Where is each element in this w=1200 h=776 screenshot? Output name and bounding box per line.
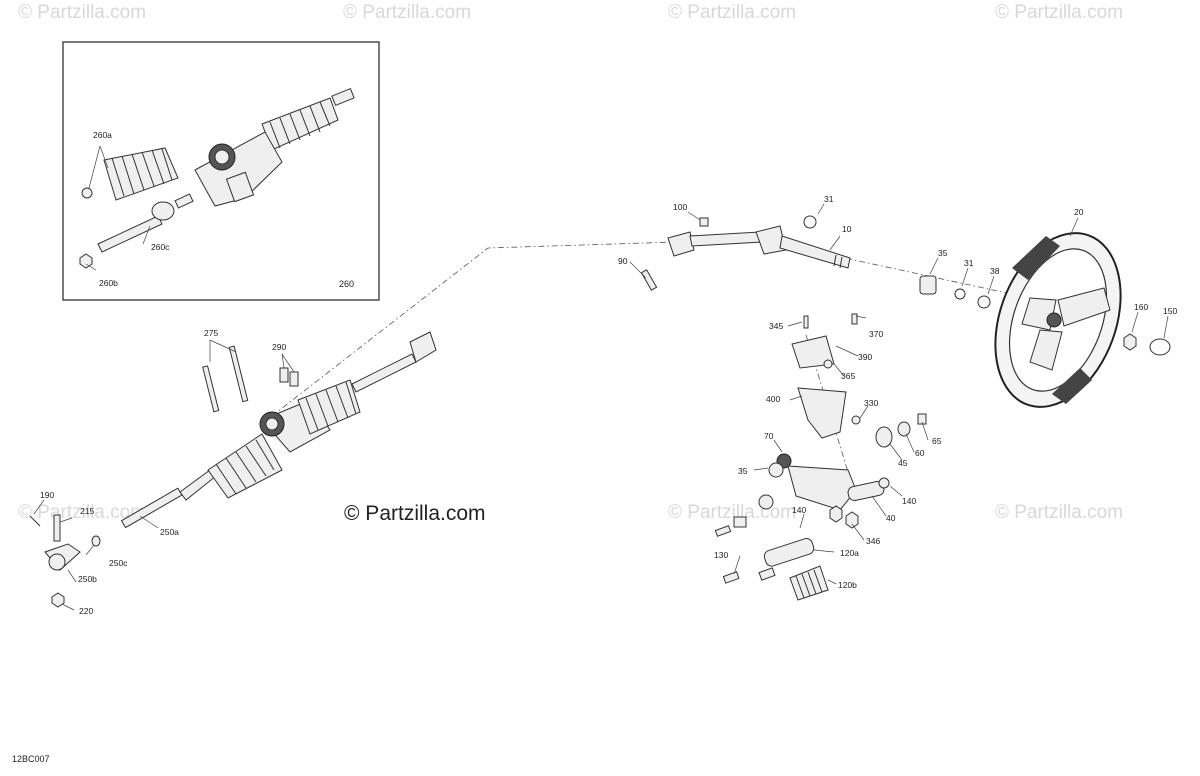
bolts-290 xyxy=(279,367,299,387)
bolts-275 xyxy=(202,345,249,413)
callout-330: 330 xyxy=(864,398,878,408)
callout-35-upper: 35 xyxy=(938,248,948,258)
callout-260a: 260a xyxy=(93,130,112,140)
inset-tie-rod xyxy=(97,193,194,253)
callout-130: 130 xyxy=(714,550,728,560)
callout-20: 20 xyxy=(1074,207,1084,217)
callout-390: 390 xyxy=(858,352,872,362)
inset-bellows-left xyxy=(103,147,179,201)
steering-shaft-assembly xyxy=(640,217,851,291)
column-support xyxy=(714,313,927,601)
callout-260b: 260b xyxy=(99,278,118,288)
callout-260c: 260c xyxy=(151,242,170,252)
snap-ring-31-lower xyxy=(954,288,966,300)
inset-bellows-right xyxy=(261,87,355,151)
callout-35-lower: 35 xyxy=(738,466,748,476)
steering-wheel xyxy=(994,232,1122,408)
callout-160: 160 xyxy=(1134,302,1148,312)
callout-220: 220 xyxy=(79,606,93,616)
callout-275: 275 xyxy=(204,328,218,338)
callout-250a: 250a xyxy=(160,527,179,537)
watermark-text: © Partzilla.com xyxy=(343,2,471,23)
callout-370: 370 xyxy=(869,329,883,339)
callout-346: 346 xyxy=(866,536,880,546)
axis-line-lower xyxy=(805,334,853,486)
watermark-text: © Partzilla.com xyxy=(995,2,1123,23)
inset-label: 260 xyxy=(339,279,354,289)
callout-140-left: 140 xyxy=(792,505,806,515)
watermark-layer: © Partzilla.com © Partzilla.com © Partzi… xyxy=(18,2,1123,523)
callout-38: 38 xyxy=(990,266,1000,276)
callout-140-right: 140 xyxy=(902,496,916,506)
callout-45: 45 xyxy=(898,458,908,468)
callout-31-upper: 31 xyxy=(824,194,834,204)
callout-345: 345 xyxy=(769,321,783,331)
callout-31-lower: 31 xyxy=(964,258,974,268)
callout-150: 150 xyxy=(1163,306,1177,316)
callout-65: 65 xyxy=(932,436,942,446)
inset-frame xyxy=(62,41,380,301)
callout-40: 40 xyxy=(886,513,896,523)
watermark-text: © Partzilla.com xyxy=(668,502,796,523)
inset-clamp xyxy=(81,187,93,199)
callout-60: 60 xyxy=(915,448,925,458)
callout-90: 90 xyxy=(618,256,628,266)
callout-70: 70 xyxy=(764,431,774,441)
cap-150 xyxy=(1149,338,1171,356)
callout-100: 100 xyxy=(673,202,687,212)
inset-rack-housing xyxy=(194,131,283,207)
watermark-text: © Partzilla.com xyxy=(995,502,1123,523)
callout-120a: 120a xyxy=(840,548,859,558)
callout-250b: 250b xyxy=(78,574,97,584)
watermark-text: © Partzilla.com xyxy=(668,2,796,23)
callout-120b: 120b xyxy=(838,580,857,590)
diagram-code: 12BC007 xyxy=(12,754,50,764)
tie-rod-end-left xyxy=(29,514,101,608)
snap-ring-31 xyxy=(803,215,817,229)
callout-215: 215 xyxy=(80,506,94,516)
callout-10: 10 xyxy=(842,224,852,234)
callout-250c: 250c xyxy=(109,558,128,568)
callout-190: 190 xyxy=(40,490,54,500)
nut-160 xyxy=(1123,333,1137,351)
callout-365: 365 xyxy=(841,371,855,381)
watermark-text: © Partzilla.com xyxy=(18,2,146,23)
bushing-35 xyxy=(919,275,937,295)
ring-38 xyxy=(977,295,991,309)
inset-box-260: 260 260a 260c 260b xyxy=(62,41,380,301)
steering-rack-assembly xyxy=(120,331,437,529)
inset-nut xyxy=(79,253,93,269)
callout-400: 400 xyxy=(766,394,780,404)
callout-290: 290 xyxy=(272,342,286,352)
watermark-text: © Partzilla.com xyxy=(18,502,146,523)
partzilla-brand-text: © Partzilla.com xyxy=(344,502,486,525)
assembly-link-line xyxy=(271,241,677,417)
